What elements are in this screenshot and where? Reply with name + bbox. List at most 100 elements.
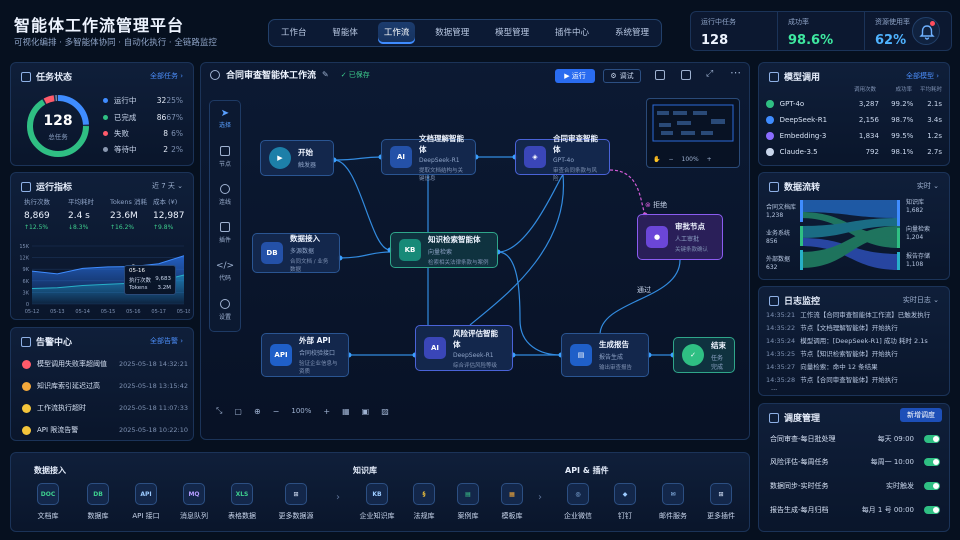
integration-case-lib[interactable]: ▤案例库 bbox=[446, 483, 490, 521]
notification-button[interactable] bbox=[912, 17, 940, 45]
nav-workbench[interactable]: 工作台 bbox=[281, 28, 307, 38]
integration-law-lib[interactable]: §法规库 bbox=[402, 483, 446, 521]
node-report[interactable]: ▤ 生成报告报告生成输出审查报告 bbox=[561, 333, 649, 377]
tool-plugin[interactable]: 插件 bbox=[211, 222, 239, 244]
legend-dot bbox=[103, 98, 108, 103]
nav-system[interactable]: 系统管理 bbox=[614, 28, 649, 38]
minimap-hand-icon[interactable]: ✋ bbox=[653, 156, 661, 163]
dataflow-range-select[interactable]: 实时 ⌄ bbox=[916, 182, 939, 190]
nav-plugins[interactable]: 插件中心 bbox=[555, 28, 590, 38]
tool-settings[interactable]: 设置 bbox=[211, 299, 239, 321]
dingtalk-icon: ◆ bbox=[614, 483, 636, 505]
minimap[interactable]: ✋−100%+ bbox=[646, 98, 740, 168]
nav-models[interactable]: 模型管理 bbox=[495, 28, 530, 38]
edge-review-risk bbox=[469, 174, 565, 326]
minimap-zoom-in-icon[interactable]: + bbox=[706, 156, 712, 163]
integration-more-data[interactable]: ⊞更多数据源 bbox=[270, 483, 322, 521]
x-tick-label: 05-12 bbox=[25, 309, 40, 315]
export-icon[interactable] bbox=[681, 70, 691, 80]
kpi-usage-value: 62% bbox=[875, 33, 907, 48]
fullscreen-icon[interactable]: ⤢ bbox=[706, 69, 714, 79]
lock-icon[interactable]: ▨ bbox=[381, 406, 389, 416]
node-data-input[interactable]: DB 数据接入多源数据合同文档 / 业务数据 bbox=[252, 233, 340, 273]
node-knowledge-retrieval[interactable]: KB 知识检索智能体向量检索检索相关法律条款与案例 bbox=[390, 232, 498, 268]
zoom-in-icon[interactable]: ⊕ bbox=[253, 406, 261, 416]
x-tick-label: 05-18 bbox=[177, 309, 190, 315]
y-tick-label: 15K bbox=[19, 244, 29, 250]
integration-dingtalk[interactable]: ◆钉钉 bbox=[603, 483, 647, 521]
legend-dot bbox=[103, 115, 108, 120]
nav-workflow[interactable]: 工作流 bbox=[377, 22, 416, 44]
schedule-row: 数据同步-实时任务实时触发 bbox=[770, 478, 940, 494]
schedule-toggle[interactable] bbox=[924, 458, 940, 466]
node-approval[interactable]: ● 审批节点人工审批关键条款确认 bbox=[637, 214, 723, 260]
brain-icon: AI bbox=[390, 146, 412, 168]
donut-segment bbox=[27, 95, 89, 157]
zoom-in-button[interactable]: + bbox=[323, 406, 331, 416]
run-button[interactable]: ▶ 运行 bbox=[555, 69, 595, 83]
integration-more-plugins[interactable]: ⊞更多插件 bbox=[699, 483, 743, 521]
database-icon: DB bbox=[87, 483, 109, 505]
alerts-panel: 告警中心 全部告警 › bbox=[10, 327, 194, 441]
debug-icon: ⚙ bbox=[610, 72, 617, 80]
schedule-toggle[interactable] bbox=[924, 506, 940, 514]
tool-node[interactable]: 节点 bbox=[211, 146, 239, 168]
logs-range-select[interactable]: 实时日志 ⌄ bbox=[902, 296, 939, 304]
grid-icon[interactable]: ▣ bbox=[361, 406, 370, 416]
layout-icon[interactable]: ▦ bbox=[342, 406, 350, 416]
zoom-fit-icon[interactable]: ▢ bbox=[234, 406, 242, 416]
integration-template-lib[interactable]: ▦模板库 bbox=[490, 483, 534, 521]
schedule-toggle[interactable] bbox=[924, 482, 940, 490]
tool-select[interactable]: ➤选择 bbox=[211, 108, 239, 129]
fit-view-icon[interactable]: ⤡ bbox=[216, 406, 223, 415]
all-tasks-link[interactable]: 全部任务 › bbox=[149, 72, 183, 80]
zoom-out-button[interactable]: − bbox=[272, 406, 280, 416]
integration-wecom[interactable]: ◎企业微信 bbox=[556, 483, 600, 521]
nav-data[interactable]: 数据管理 bbox=[435, 28, 470, 38]
all-models-link[interactable]: 全部模型 › bbox=[905, 72, 939, 80]
node-end[interactable]: ✓ 结束任务完成 bbox=[673, 337, 735, 373]
legend-dot bbox=[103, 131, 108, 136]
schedule-toggle[interactable] bbox=[924, 435, 940, 443]
integration-mail[interactable]: ✉邮件服务 bbox=[651, 483, 695, 521]
edit-title-icon[interactable]: ✎ bbox=[322, 70, 329, 79]
debug-button[interactable]: ⚙调试 bbox=[603, 69, 641, 83]
add-schedule-button[interactable]: 新增调度 bbox=[900, 408, 942, 422]
alert-level-icon bbox=[22, 359, 31, 369]
node-start[interactable]: ▶ 开始触发器 bbox=[260, 140, 334, 176]
tool-connect[interactable]: 连线 bbox=[211, 184, 239, 206]
screenshot-icon[interactable] bbox=[655, 70, 665, 80]
metrics-range-select[interactable]: 近 7 天 ⌄ bbox=[152, 182, 183, 190]
all-alerts-link[interactable]: 全部告警 › bbox=[149, 337, 183, 345]
schedule-panel: 调度管理 bbox=[758, 403, 950, 532]
models-panel: 模型调用 全部模型 › bbox=[758, 62, 950, 166]
more-icon[interactable]: ⋯ bbox=[730, 66, 741, 79]
minimap-zoom-out-icon[interactable]: − bbox=[668, 156, 674, 163]
task-total: 128 bbox=[43, 113, 73, 129]
tool-code[interactable]: </>代码 bbox=[211, 261, 239, 282]
scroll-right-icon[interactable]: › bbox=[538, 492, 542, 503]
nav-agents[interactable]: 智能体 bbox=[332, 28, 358, 38]
alert-level-icon bbox=[22, 403, 31, 413]
scroll-right-icon[interactable]: › bbox=[336, 492, 340, 503]
